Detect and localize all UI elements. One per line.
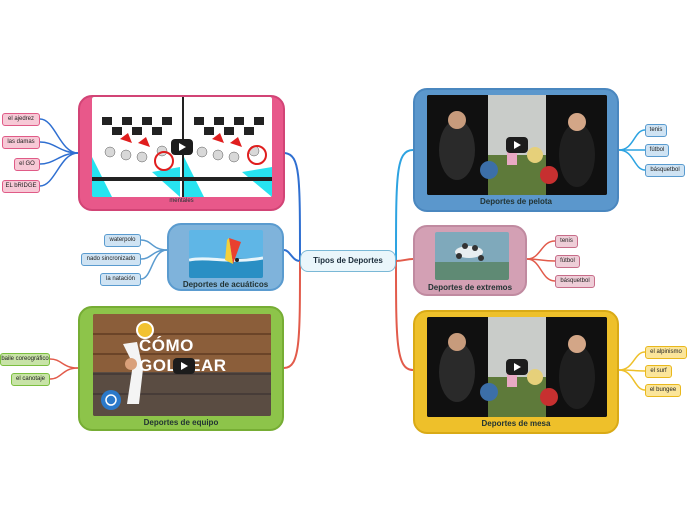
chess-board-video[interactable]: [92, 97, 272, 197]
leaf-basquetbol[interactable]: básquetbol: [555, 275, 595, 288]
node-extremos-caption: Deportes de extremos: [427, 283, 513, 292]
links-mentales: [39, 118, 79, 187]
group-video[interactable]: [427, 95, 607, 195]
links-extremos: [526, 240, 556, 282]
link-center-pelota: [395, 149, 414, 262]
volleyball-video[interactable]: CÓMO GOLPEAR: [93, 314, 271, 416]
leaf-el-bungee[interactable]: el bungee: [645, 384, 681, 397]
central-topic[interactable]: Tipos de Deportes: [300, 250, 396, 272]
leaf-la-natacion[interactable]: la natación: [100, 273, 141, 286]
node-acuaticos-caption: Deportes de acuáticos: [182, 280, 269, 289]
leaf-futbol[interactable]: fútbol: [645, 144, 669, 157]
windsurf-photo: [189, 230, 263, 278]
skydiving-photo: [435, 232, 509, 280]
node-mesa[interactable]: Deportes de mesa: [413, 310, 619, 434]
leaf-tenis[interactable]: tenis: [555, 235, 578, 248]
leaf-futbol[interactable]: fútbol: [555, 255, 580, 268]
leaf-waterpolo[interactable]: waterpolo: [104, 234, 141, 247]
link-center-acuaticos: [283, 249, 301, 262]
node-equipo-caption: Deportes de equipo: [143, 418, 219, 427]
node-mentales-caption: mentales: [169, 198, 194, 204]
node-pelota[interactable]: Deportes de pelota: [413, 88, 619, 212]
chess-illustration: [92, 97, 272, 197]
link-center-equipo: [283, 260, 301, 369]
leaf-las-damas[interactable]: las damas: [2, 136, 40, 149]
links-pelota: [618, 129, 646, 171]
leaf-el-bridge[interactable]: EL bRIDGE: [2, 180, 40, 193]
video-title: CÓMO GOLPEAR: [139, 336, 226, 375]
links-equipo: [49, 358, 79, 380]
play-button-icon[interactable]: [506, 137, 528, 153]
leaf-el-go[interactable]: el GO: [14, 158, 40, 171]
leaf-el-alpinismo[interactable]: el alpinismo: [645, 346, 687, 359]
leaf-el-surf[interactable]: el surf: [645, 365, 672, 378]
node-extremos[interactable]: Deportes de extremos: [413, 225, 527, 296]
leaf-nado-sincronizado[interactable]: nado sincronizado: [81, 253, 141, 266]
node-acuaticos[interactable]: Deportes de acuáticos: [167, 223, 284, 291]
link-center-mentales: [284, 152, 301, 262]
node-mesa-caption: Deportes de mesa: [481, 419, 551, 428]
node-equipo[interactable]: CÓMO GOLPEAR Deportes de equipo: [78, 306, 284, 431]
play-button-icon[interactable]: [171, 139, 193, 155]
links-acuaticos: [140, 239, 168, 280]
leaf-basquetbol[interactable]: básquetbol: [645, 164, 685, 177]
node-mentales[interactable]: mentales: [78, 95, 285, 211]
leaf-baile-coreografico[interactable]: baile coreográfico: [0, 353, 50, 366]
link-center-mesa: [395, 260, 414, 371]
leaf-tenis[interactable]: tenis: [645, 124, 667, 137]
leaf-el-ajedrez[interactable]: el ajedrez: [2, 113, 40, 126]
play-button-icon[interactable]: [506, 359, 528, 375]
group-video[interactable]: [427, 317, 607, 417]
play-button-icon[interactable]: [173, 358, 195, 374]
leaf-el-canotaje[interactable]: el canotaje: [11, 373, 50, 386]
link-center-extremos: [395, 258, 414, 262]
node-pelota-caption: Deportes de pelota: [479, 197, 552, 206]
links-mesa: [618, 351, 646, 391]
